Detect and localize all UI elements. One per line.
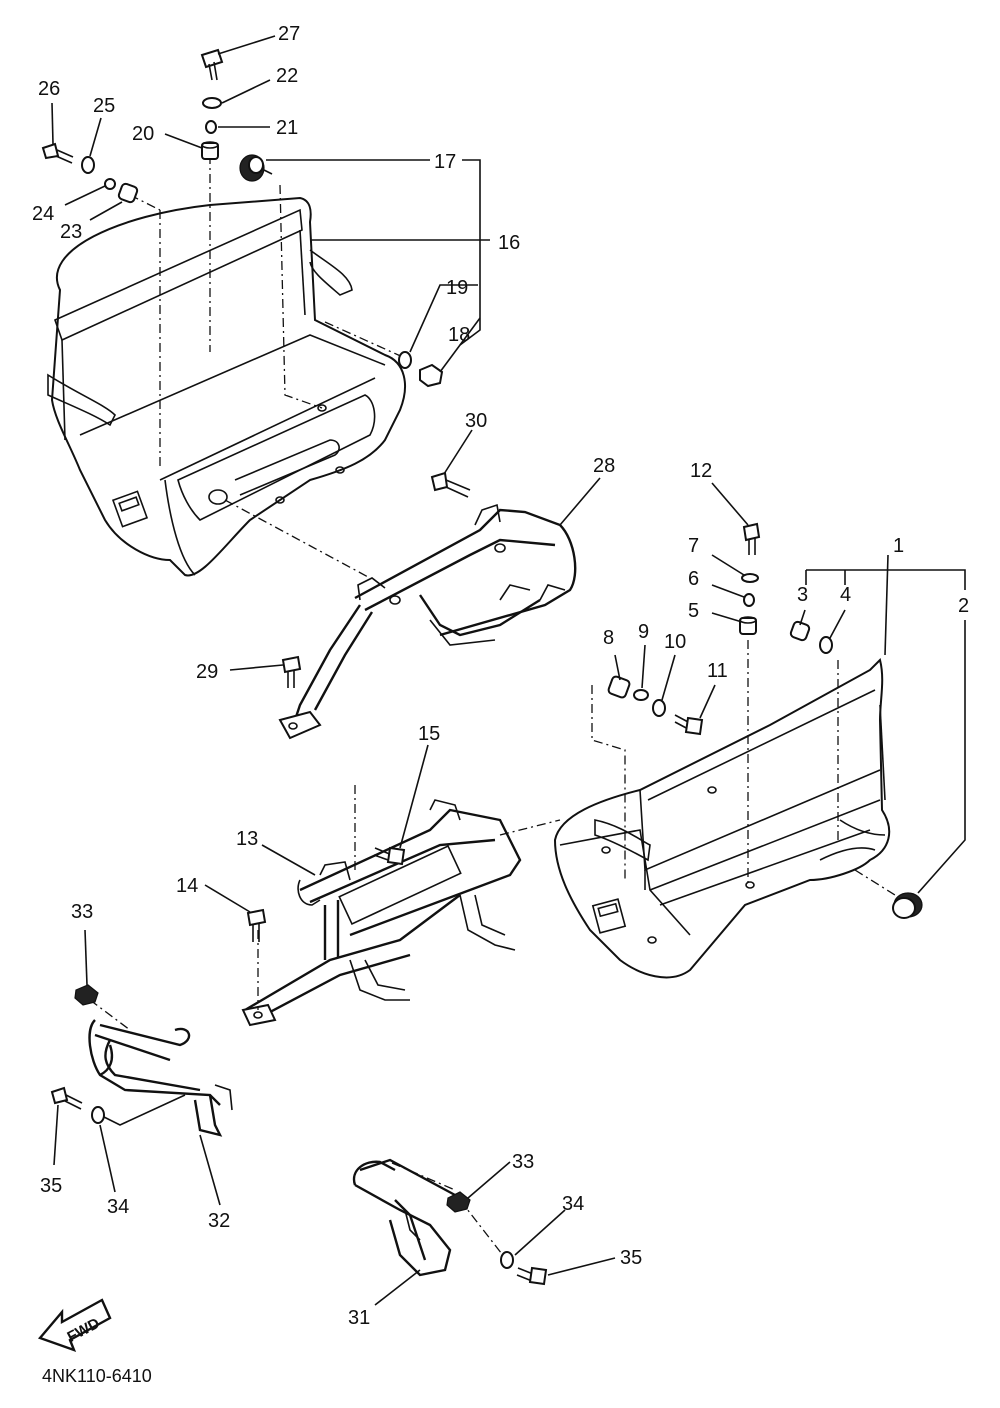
washer-19 (398, 351, 412, 369)
callout-23: 23 (60, 221, 82, 243)
callout-11: 11 (707, 660, 728, 682)
damper-8 (607, 675, 631, 699)
callout-27: 27 (278, 23, 300, 45)
bolt-26 (41, 142, 74, 164)
right-saddlebag (553, 658, 891, 979)
callout-17: 17 (434, 151, 456, 173)
leader-lines (51, 35, 966, 1306)
callout-5: 5 (688, 600, 699, 622)
callout-4: 4 (840, 584, 851, 606)
callout-24: 24 (32, 203, 54, 225)
fwd-label: FWD (64, 1315, 102, 1346)
knob-17 (239, 154, 273, 182)
damper-3 (789, 620, 811, 642)
collar-6 (743, 593, 755, 607)
bolt-35-right (516, 1266, 548, 1286)
bolt-29 (281, 655, 302, 688)
washer-22 (202, 97, 222, 109)
callout-8: 8 (603, 627, 614, 649)
damper-23 (117, 182, 139, 204)
callout-10: 10 (664, 631, 686, 653)
callout-32: 32 (208, 1210, 230, 1232)
bolt-11 (674, 714, 704, 736)
callout-9: 9 (638, 621, 649, 643)
callout-15: 15 (418, 723, 440, 745)
bolt-14 (246, 908, 267, 942)
callout-1: 1 (893, 535, 904, 557)
washer-34-left (91, 1106, 105, 1124)
callout-33-right: 33 (512, 1151, 534, 1173)
callout-12: 12 (690, 460, 712, 482)
washer-25 (81, 156, 95, 174)
damper-5 (739, 616, 757, 635)
callout-7: 7 (688, 535, 699, 557)
callout-26: 26 (38, 78, 60, 100)
front-guard-bar (88, 1019, 233, 1137)
callout-6: 6 (688, 568, 699, 590)
callout-28: 28 (593, 455, 615, 477)
forward-arrow-icon: FWD (37, 1298, 112, 1353)
drawing-code: 4NK110-6410 (42, 1366, 152, 1386)
callout-18: 18 (448, 324, 470, 346)
washer-34-right (500, 1251, 514, 1269)
callout-25: 25 (93, 95, 115, 117)
washer-7 (741, 573, 759, 583)
lower-bracket (241, 799, 522, 1027)
callout-2: 2 (958, 595, 969, 617)
callout-14: 14 (176, 875, 198, 897)
bolt-27 (200, 48, 224, 81)
callout-29: 29 (196, 661, 218, 683)
collar-9 (633, 689, 649, 701)
nut-18 (419, 363, 444, 388)
collar-24 (104, 178, 116, 190)
saddlebag-stay-bracket (278, 503, 577, 740)
callout-16: 16 (498, 232, 520, 254)
callout-22: 22 (276, 65, 298, 87)
washer-4 (819, 636, 833, 654)
callout-35-right: 35 (620, 1247, 642, 1269)
washer-10 (652, 699, 666, 717)
damper-20 (201, 141, 219, 160)
rear-guard-bar (352, 1158, 456, 1277)
callout-19: 19 (446, 277, 468, 299)
callout-34-right: 34 (562, 1193, 584, 1215)
bolt-15 (373, 846, 406, 866)
callout-30: 30 (465, 410, 487, 432)
nut-33-left (74, 984, 99, 1006)
bolt-12 (742, 522, 761, 555)
callout-33-left: 33 (71, 901, 93, 923)
callout-31: 31 (348, 1307, 370, 1329)
collar-21 (205, 120, 217, 134)
callout-35-left: 35 (40, 1175, 62, 1197)
cap-2 (892, 892, 923, 919)
callout-34-left: 34 (107, 1196, 129, 1218)
callout-13: 13 (236, 828, 258, 850)
callout-labels: 1 2 3 4 5 6 7 8 9 10 11 12 13 14 15 16 1… (32, 23, 969, 1329)
callout-20: 20 (132, 123, 154, 145)
bolt-35-left (50, 1086, 83, 1110)
nut-33-right (446, 1191, 471, 1213)
bolt-30 (430, 471, 471, 498)
callout-3: 3 (797, 584, 808, 606)
callout-21: 21 (276, 117, 298, 139)
left-saddlebag (47, 196, 406, 577)
